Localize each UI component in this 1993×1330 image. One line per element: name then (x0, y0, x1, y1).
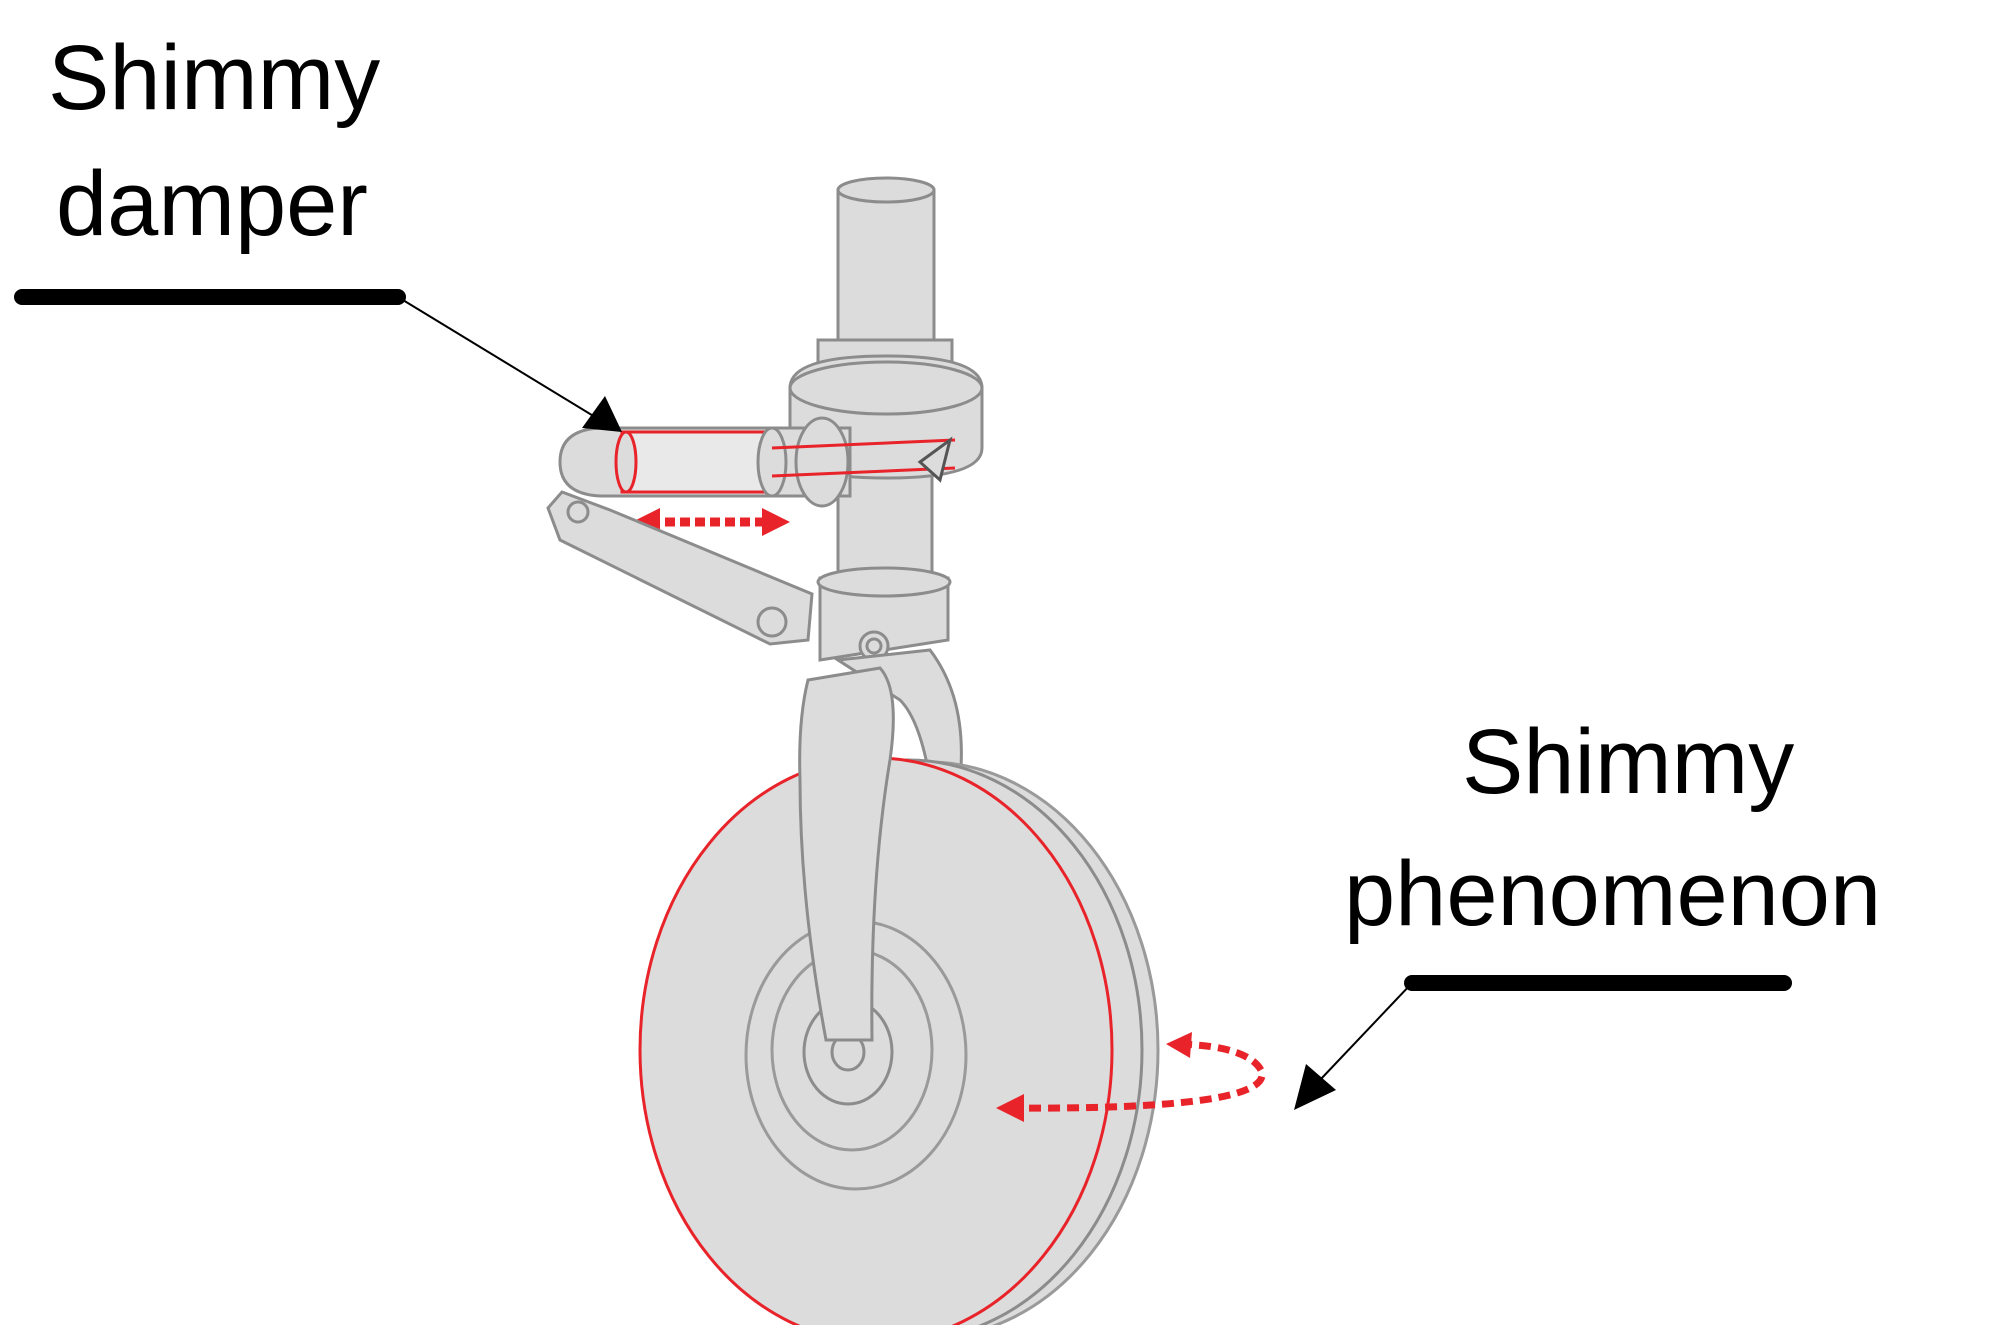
damper-body (558, 416, 956, 508)
damper-label-line1: Shimmy (48, 27, 381, 129)
wheel (638, 756, 1160, 1330)
phenomenon-label-line2: phenomenon (1344, 843, 1882, 945)
torque-link (546, 490, 814, 646)
shimmy-motion-arrow (996, 1032, 1266, 1122)
fork-leg (798, 666, 895, 1042)
lower-collar (816, 566, 952, 662)
damper-callout (14, 289, 622, 432)
phenomenon-label-line1: Shimmy (1462, 711, 1795, 813)
damper-label-line2: damper (56, 153, 368, 255)
phenomenon-callout (1294, 975, 1792, 1110)
